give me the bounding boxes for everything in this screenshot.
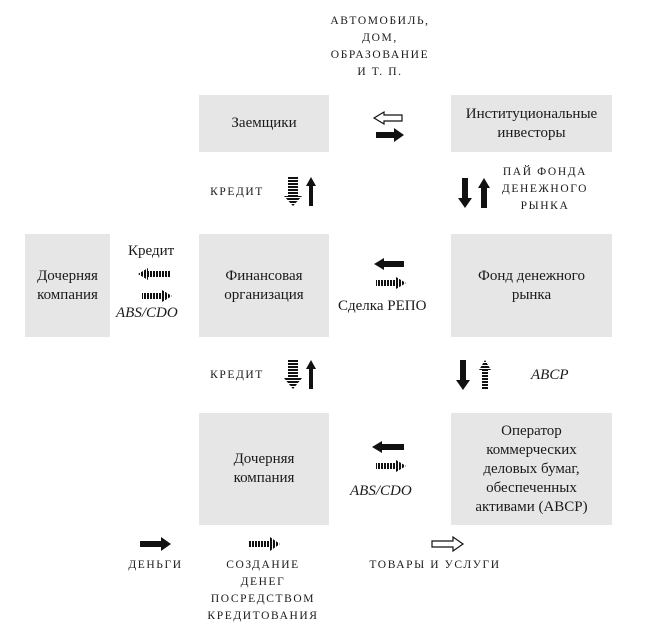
credit-stripe-down-icon [284, 177, 302, 206]
abs-cdo-left-label: ABS/CDO [116, 305, 178, 321]
money-market-fund-box: Фонд денежного рынка [451, 234, 612, 337]
abcp-stripe-up-arrow-icon [479, 360, 491, 390]
legend-goods-services-label: ТОВАРЫ И УСЛУГИ [369, 559, 501, 571]
credit-upper-label: КРЕДИТ [210, 186, 264, 198]
abcp-operator-box: Оператор коммерческих деловых бумаг, обе… [451, 413, 612, 525]
abs-cdo-stripe-right-arrow-icon [376, 460, 406, 472]
money-arrow-right-icon [376, 128, 404, 142]
credit-lower-stripe-down-icon [284, 360, 302, 389]
top-goods-label: АВТОМОБИЛЬ, ДОМ, ОБРАЗОВАНИЕ И Т. П. [330, 15, 430, 78]
goods-arrow-left-icon [372, 110, 403, 126]
fund-share-up-arrow-icon [478, 178, 490, 208]
legend-money-label: ДЕНЬГИ [128, 559, 183, 571]
legend-money-arrow-icon [140, 537, 171, 551]
credit-lower-label: КРЕДИТ [210, 369, 264, 381]
credit-left-label: Кредит [128, 243, 175, 259]
money-down-arrow-icon [458, 178, 472, 208]
borrowers-box: Заемщики [199, 95, 329, 152]
abs-cdo-right-stripe-arrow-icon [142, 290, 172, 302]
money-lower-up-arrow-icon [306, 360, 316, 389]
repo-money-left-arrow-icon [374, 258, 404, 270]
money-up-arrow-icon [306, 177, 316, 206]
credit-left-stripe-arrow-icon [138, 268, 170, 280]
abcp-label: ABCP [531, 367, 569, 383]
abs-cdo-bottom-label: ABS/CDO [350, 483, 412, 499]
legend-goods-arrow-icon [431, 535, 465, 553]
subsidiary-bottom-box: Дочерняя компания [199, 413, 329, 525]
mm-fund-share-label: ПАЙ ФОНДА ДЕНЕЖНОГО РЫНКА [501, 166, 589, 212]
abs-cdo-money-left-arrow-icon [372, 441, 404, 453]
financial-organization-box: Финансовая организация [199, 234, 329, 337]
repo-stripe-right-arrow-icon [376, 277, 406, 289]
repo-label: Сделка РЕПО [338, 298, 427, 314]
legend-credit-creation-label: СОЗДАНИЕ ДЕНЕГ ПОСРЕДСТВОМ КРЕДИТОВАНИЯ [207, 559, 319, 622]
institutional-investors-box: Институциональные инвесторы [451, 95, 612, 152]
abcp-money-down-arrow-icon [456, 360, 470, 390]
subsidiary-left-box: Дочерняя компания [25, 234, 110, 337]
legend-credit-creation-arrow-icon [248, 537, 280, 551]
